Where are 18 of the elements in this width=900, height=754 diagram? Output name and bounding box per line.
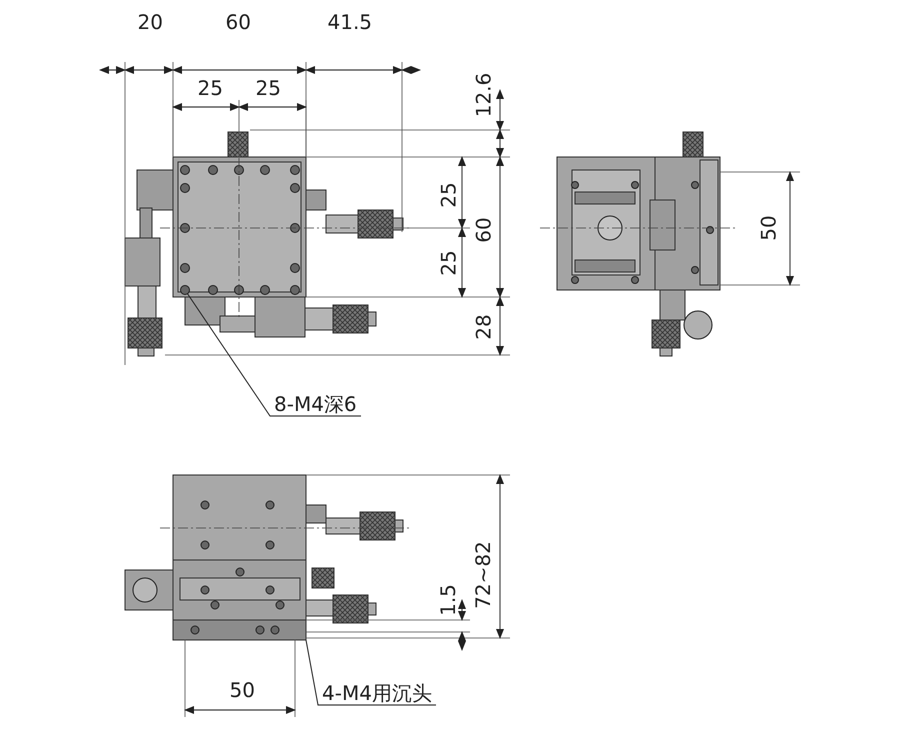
callout-text: 4-M4用沉头 [318,682,436,704]
dimension-text: 1.5 [436,584,459,616]
dimension-text: 25 [198,77,223,99]
dimension-text: 25 [256,77,281,99]
leader-line [306,640,436,706]
dimension-text: 41.5 [328,11,372,33]
dimension-text: 72~82 [472,541,494,609]
dimension-text: 60 [472,217,494,243]
dimension-text: 20 [138,11,163,33]
dimension-text: 50 [757,215,780,241]
dimension-text: 12.6 [472,72,494,118]
base-plate [172,620,306,640]
dimension-text: 25 [437,182,460,208]
dimension-text: 50 [230,679,255,701]
dimension-text: 25 [437,250,460,276]
dimension-text: 28 [472,314,494,340]
callout-text: 8-M4深6 [270,393,361,415]
dimension-text: 60 [226,11,251,33]
